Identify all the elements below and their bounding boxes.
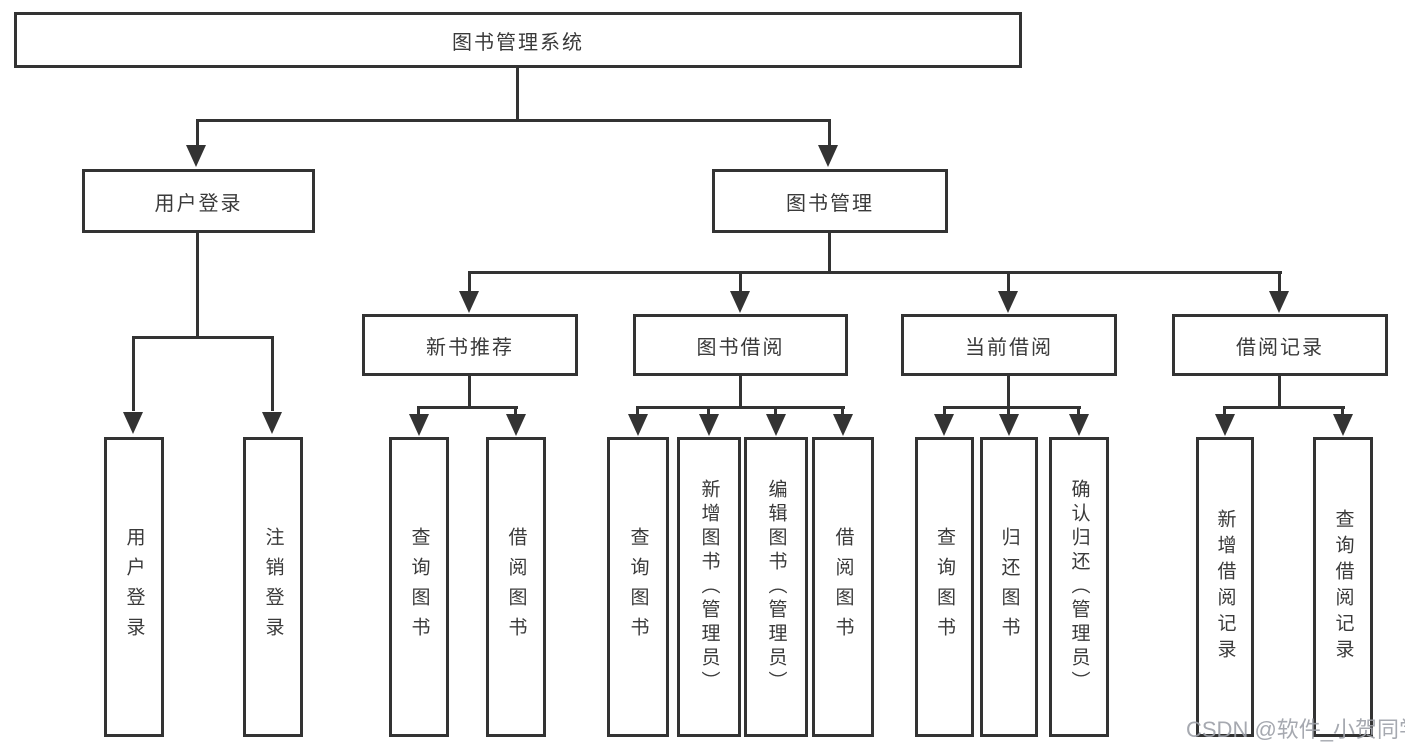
leaf-query-books-borrow: 查询图书 — [607, 437, 669, 737]
connector-line — [514, 406, 517, 417]
node-book-management: 图书管理 — [712, 169, 948, 233]
connector-line — [468, 271, 471, 294]
connector-line — [636, 406, 639, 417]
connector-line — [707, 406, 710, 417]
watermark: CSDN @软件_小贺同学 — [1186, 717, 1405, 742]
connector-line — [1007, 376, 1010, 409]
connector-line — [417, 406, 518, 409]
leaf-query-books-current: 查询图书 — [915, 437, 974, 737]
arrow-down-icon — [1215, 414, 1235, 436]
leaf-user-login: 用户登录 — [104, 437, 164, 737]
arrow-down-icon — [262, 412, 282, 434]
connector-line — [196, 233, 199, 336]
leaf-edit-book-admin: 编辑图书（管理员） — [744, 437, 808, 737]
connector-line — [196, 119, 199, 147]
arrow-down-icon — [459, 291, 479, 313]
arrow-down-icon — [730, 291, 750, 313]
arrow-down-icon — [998, 291, 1018, 313]
connector-line — [636, 406, 845, 409]
arrow-down-icon — [123, 412, 143, 434]
connector-line — [1007, 271, 1010, 294]
node-new-book-recommend: 新书推荐 — [362, 314, 578, 376]
connector-line — [468, 271, 1282, 274]
arrow-down-icon — [409, 414, 429, 436]
connector-line — [1223, 406, 1226, 417]
connector-line — [516, 68, 519, 119]
connector-line — [1077, 406, 1080, 417]
connector-line — [271, 336, 274, 411]
node-borrow-records: 借阅记录 — [1172, 314, 1388, 376]
node-root: 图书管理系统 — [14, 12, 1022, 68]
connector-line — [739, 271, 742, 294]
connector-line — [774, 406, 777, 417]
connector-line — [132, 336, 135, 411]
arrow-down-icon — [699, 414, 719, 436]
connector-line — [1278, 271, 1281, 294]
arrow-down-icon — [934, 414, 954, 436]
connector-line — [841, 406, 844, 417]
connector-line — [943, 406, 946, 417]
arrow-down-icon — [628, 414, 648, 436]
connector-line — [196, 119, 831, 122]
node-current-borrow: 当前借阅 — [901, 314, 1117, 376]
node-book-borrow: 图书借阅 — [633, 314, 848, 376]
leaf-borrow-books-borrow: 借阅图书 — [812, 437, 874, 737]
connector-line — [1007, 406, 1010, 417]
arrow-down-icon — [766, 414, 786, 436]
arrow-down-icon — [1333, 414, 1353, 436]
arrow-down-icon — [1069, 414, 1089, 436]
leaf-query-books-recommend: 查询图书 — [389, 437, 449, 737]
connector-line — [1278, 376, 1281, 409]
connector-line — [1341, 406, 1344, 417]
arrow-down-icon — [999, 414, 1019, 436]
connector-line — [739, 376, 742, 409]
arrow-down-icon — [506, 414, 526, 436]
connector-line — [828, 119, 831, 147]
connector-line — [132, 336, 274, 339]
arrow-down-icon — [186, 145, 206, 167]
node-user-login: 用户登录 — [82, 169, 315, 233]
leaf-add-borrow-record: 新增借阅记录 — [1196, 437, 1254, 737]
leaf-query-borrow-record: 查询借阅记录 — [1313, 437, 1373, 737]
connector-line — [1223, 406, 1345, 409]
connector-line — [828, 233, 831, 273]
leaf-add-book-admin: 新增图书（管理员） — [677, 437, 741, 737]
connector-line — [943, 406, 1081, 409]
leaf-confirm-return-admin: 确认归还（管理员） — [1049, 437, 1109, 737]
arrow-down-icon — [1269, 291, 1289, 313]
leaf-borrow-books-recommend: 借阅图书 — [486, 437, 546, 737]
connector-line — [468, 376, 471, 409]
leaf-return-books: 归还图书 — [980, 437, 1038, 737]
leaf-logout: 注销登录 — [243, 437, 303, 737]
connector-line — [417, 406, 420, 417]
arrow-down-icon — [818, 145, 838, 167]
arrow-down-icon — [833, 414, 853, 436]
